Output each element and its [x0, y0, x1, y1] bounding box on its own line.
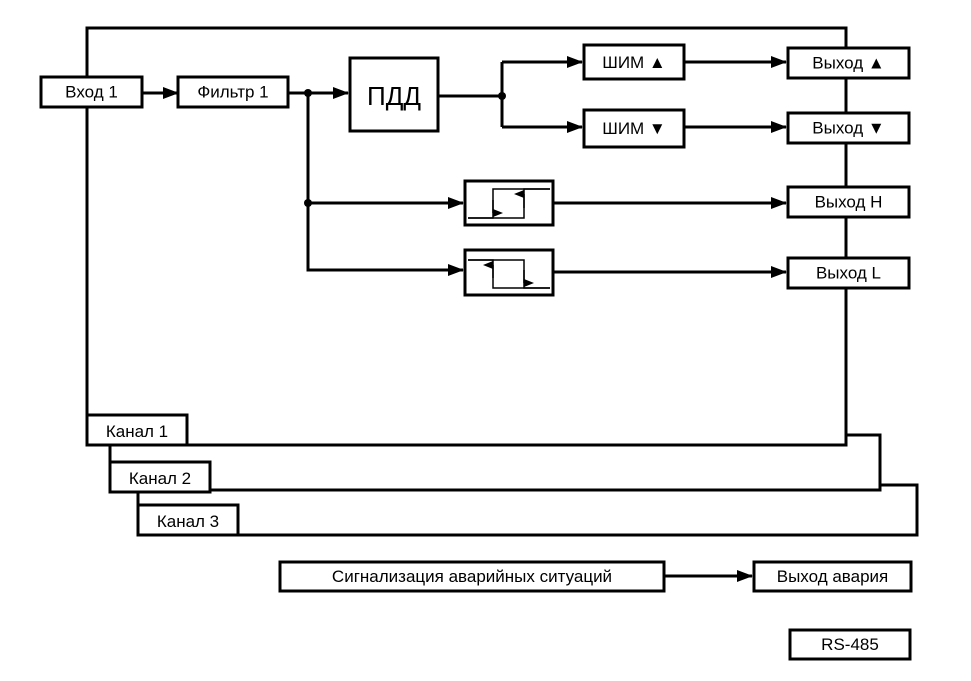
rs485-label: RS-485	[821, 635, 879, 654]
pwm-down-block: ШИМ ▼	[582, 108, 686, 149]
out-h-block: Выход H	[786, 185, 911, 219]
hysteresis-icon	[468, 259, 550, 289]
out-l-block: Выход L	[786, 256, 911, 290]
out-alarm-label: Выход авария	[777, 567, 889, 586]
pwm-up-block: ШИМ ▲	[582, 43, 686, 81]
out-up-block: Выход ▲	[786, 46, 911, 80]
hysteresis-icon	[468, 188, 550, 219]
channel-3-frame	[136, 483, 919, 537]
junction-dot	[304, 89, 312, 97]
out-h-label: Выход H	[815, 193, 883, 212]
junction-dot	[498, 92, 506, 100]
filter1-block: Фильтр 1	[176, 75, 290, 109]
input1-label: Вход 1	[65, 83, 118, 102]
comparator-l-block	[463, 248, 555, 297]
pdd-label: ПДД	[367, 81, 421, 111]
pwm-down-label: ШИМ ▼	[602, 119, 666, 138]
input1-block: Вход 1	[39, 75, 144, 109]
alarm-block: Сигнализация аварийных ситуаций	[278, 560, 666, 593]
alarm-label: Сигнализация аварийных ситуаций	[332, 567, 612, 586]
out-down-block: Выход ▼	[786, 111, 911, 145]
pwm-up-label: ШИМ ▲	[602, 53, 666, 72]
filter1-label: Фильтр 1	[197, 83, 268, 102]
out-l-label: Выход L	[816, 264, 881, 283]
channel-1-frame	[85, 26, 848, 447]
channel-1-label: Канал 1	[106, 422, 168, 441]
pdd-block: ПДД	[348, 56, 440, 133]
channel-3-label: Канал 3	[157, 512, 219, 531]
out-up-label: Выход ▲	[812, 54, 884, 73]
junction-dot	[304, 199, 312, 207]
out-alarm-block: Выход авария	[752, 560, 913, 593]
channel-2-frame	[108, 433, 882, 494]
out-down-label: Выход ▼	[812, 119, 884, 138]
comparator-h-block	[463, 179, 555, 227]
rs485-block: RS-485	[788, 628, 912, 661]
connections	[142, 56, 787, 582]
channel-2-label: Канал 2	[129, 469, 191, 488]
